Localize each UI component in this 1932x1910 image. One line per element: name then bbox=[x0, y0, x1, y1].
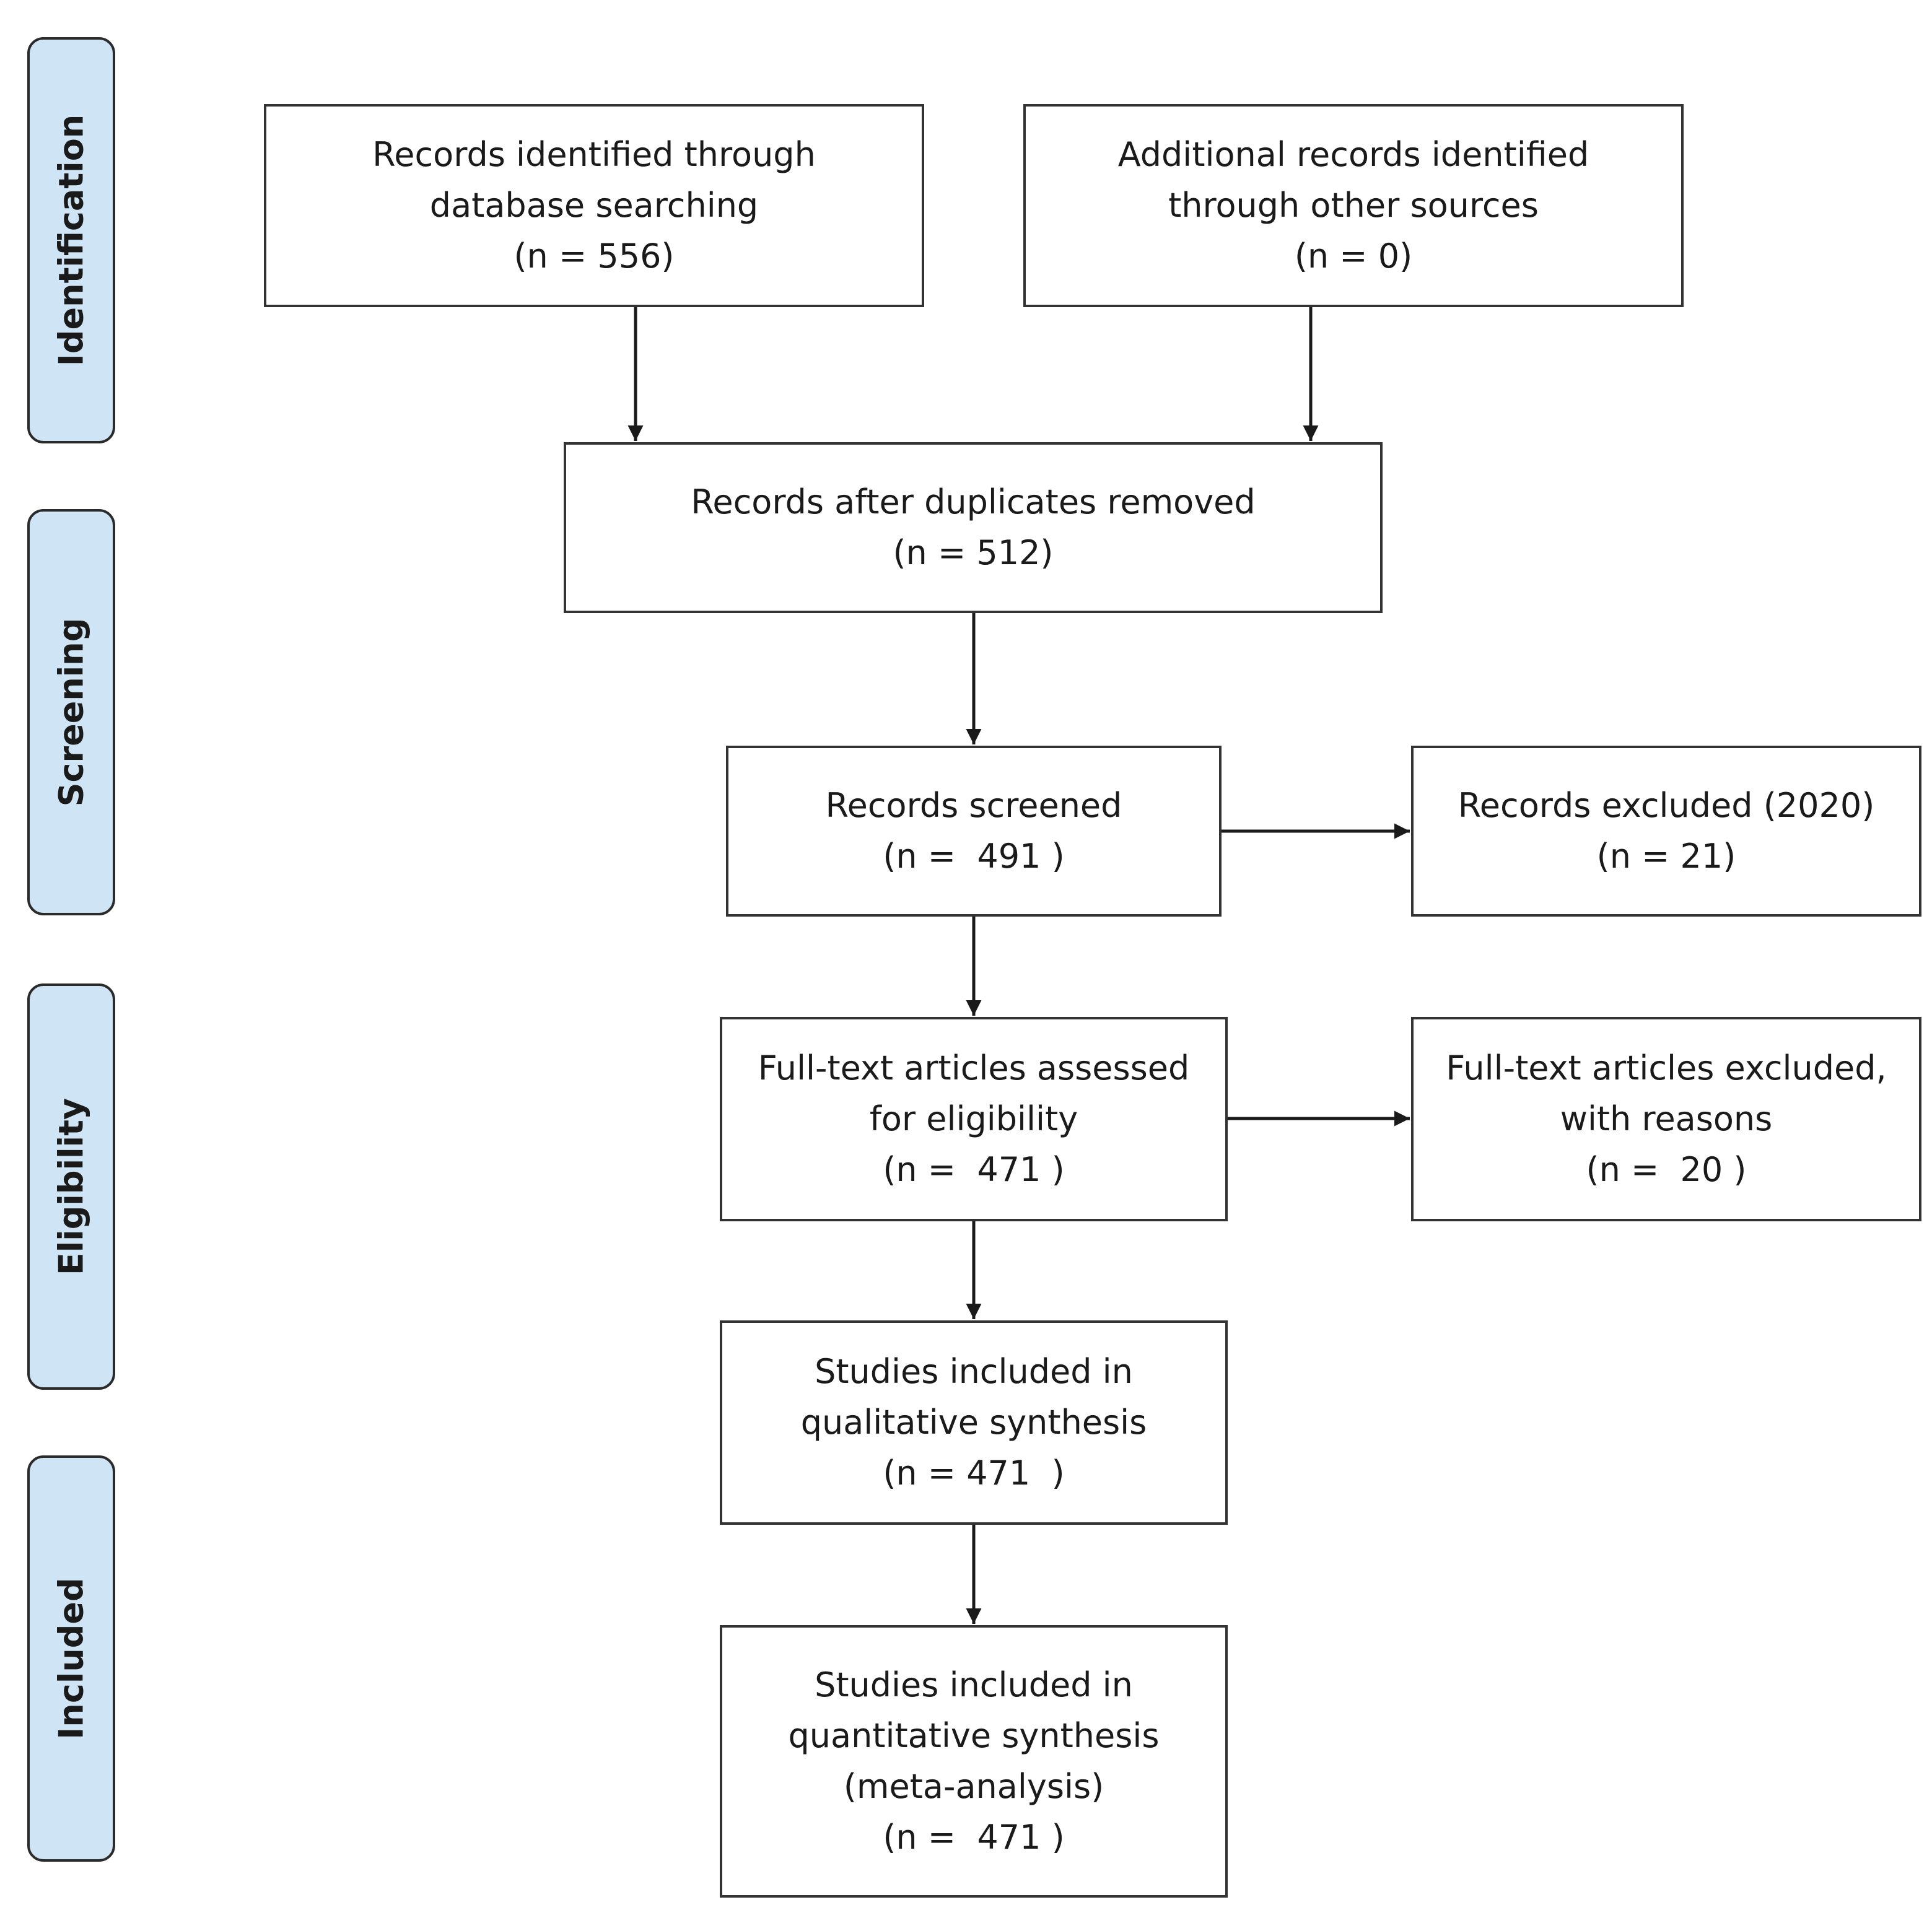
box-line: qualitative synthesis bbox=[800, 1403, 1147, 1442]
box-line: Records after duplicates removed bbox=[691, 482, 1256, 521]
box-line: through other sources bbox=[1168, 186, 1539, 225]
box-line: Studies included in bbox=[815, 1665, 1133, 1704]
phase-eligibility: Eligibility bbox=[27, 983, 115, 1390]
box-line: (n = 471 ) bbox=[883, 1150, 1065, 1189]
box-line: (n = 556) bbox=[514, 237, 675, 276]
box-quantitative-synthesis: Studies included in quantitative synthes… bbox=[720, 1625, 1228, 1898]
box-fulltext-excluded: Full-text articles excluded, with reason… bbox=[1411, 1017, 1921, 1221]
box-line: Studies included in bbox=[815, 1352, 1133, 1391]
box-database-records: Records identified through database sear… bbox=[264, 104, 924, 307]
phase-identification: Identification bbox=[27, 37, 115, 443]
box-line: Records excluded (2020) bbox=[1458, 786, 1875, 825]
box-duplicates-removed: Records after duplicates removed (n = 51… bbox=[564, 442, 1383, 613]
box-line: quantitative synthesis bbox=[788, 1716, 1160, 1755]
box-line: Full-text articles assessed bbox=[758, 1049, 1190, 1088]
box-line: Additional records identified bbox=[1117, 135, 1589, 174]
box-line: database searching bbox=[429, 186, 759, 225]
box-line: Records identified through bbox=[372, 135, 816, 174]
box-line: (meta-analysis) bbox=[843, 1767, 1104, 1806]
box-line: (n = 512) bbox=[893, 533, 1054, 572]
box-line: (n = 20 ) bbox=[1586, 1150, 1747, 1189]
box-other-sources: Additional records identified through ot… bbox=[1023, 104, 1684, 307]
box-line: for eligibility bbox=[869, 1099, 1078, 1138]
box-line: (n = 21) bbox=[1596, 837, 1736, 876]
box-line: Records screened bbox=[825, 786, 1122, 825]
box-line: (n = 491 ) bbox=[883, 837, 1065, 876]
box-line: Full-text articles excluded, bbox=[1446, 1049, 1887, 1088]
box-line: (n = 471 ) bbox=[883, 1454, 1065, 1493]
box-records-screened: Records screened (n = 491 ) bbox=[726, 746, 1222, 917]
box-line: (n = 0) bbox=[1294, 237, 1413, 276]
box-line: with reasons bbox=[1560, 1099, 1773, 1138]
box-fulltext-assessed: Full-text articles assessed for eligibil… bbox=[720, 1017, 1228, 1221]
box-qualitative-synthesis: Studies included in qualitative synthesi… bbox=[720, 1320, 1228, 1525]
box-line: (n = 471 ) bbox=[883, 1818, 1065, 1857]
box-records-excluded: Records excluded (2020) (n = 21) bbox=[1411, 746, 1921, 917]
phase-screening: Screening bbox=[27, 509, 115, 915]
phase-included: Included bbox=[27, 1455, 115, 1862]
